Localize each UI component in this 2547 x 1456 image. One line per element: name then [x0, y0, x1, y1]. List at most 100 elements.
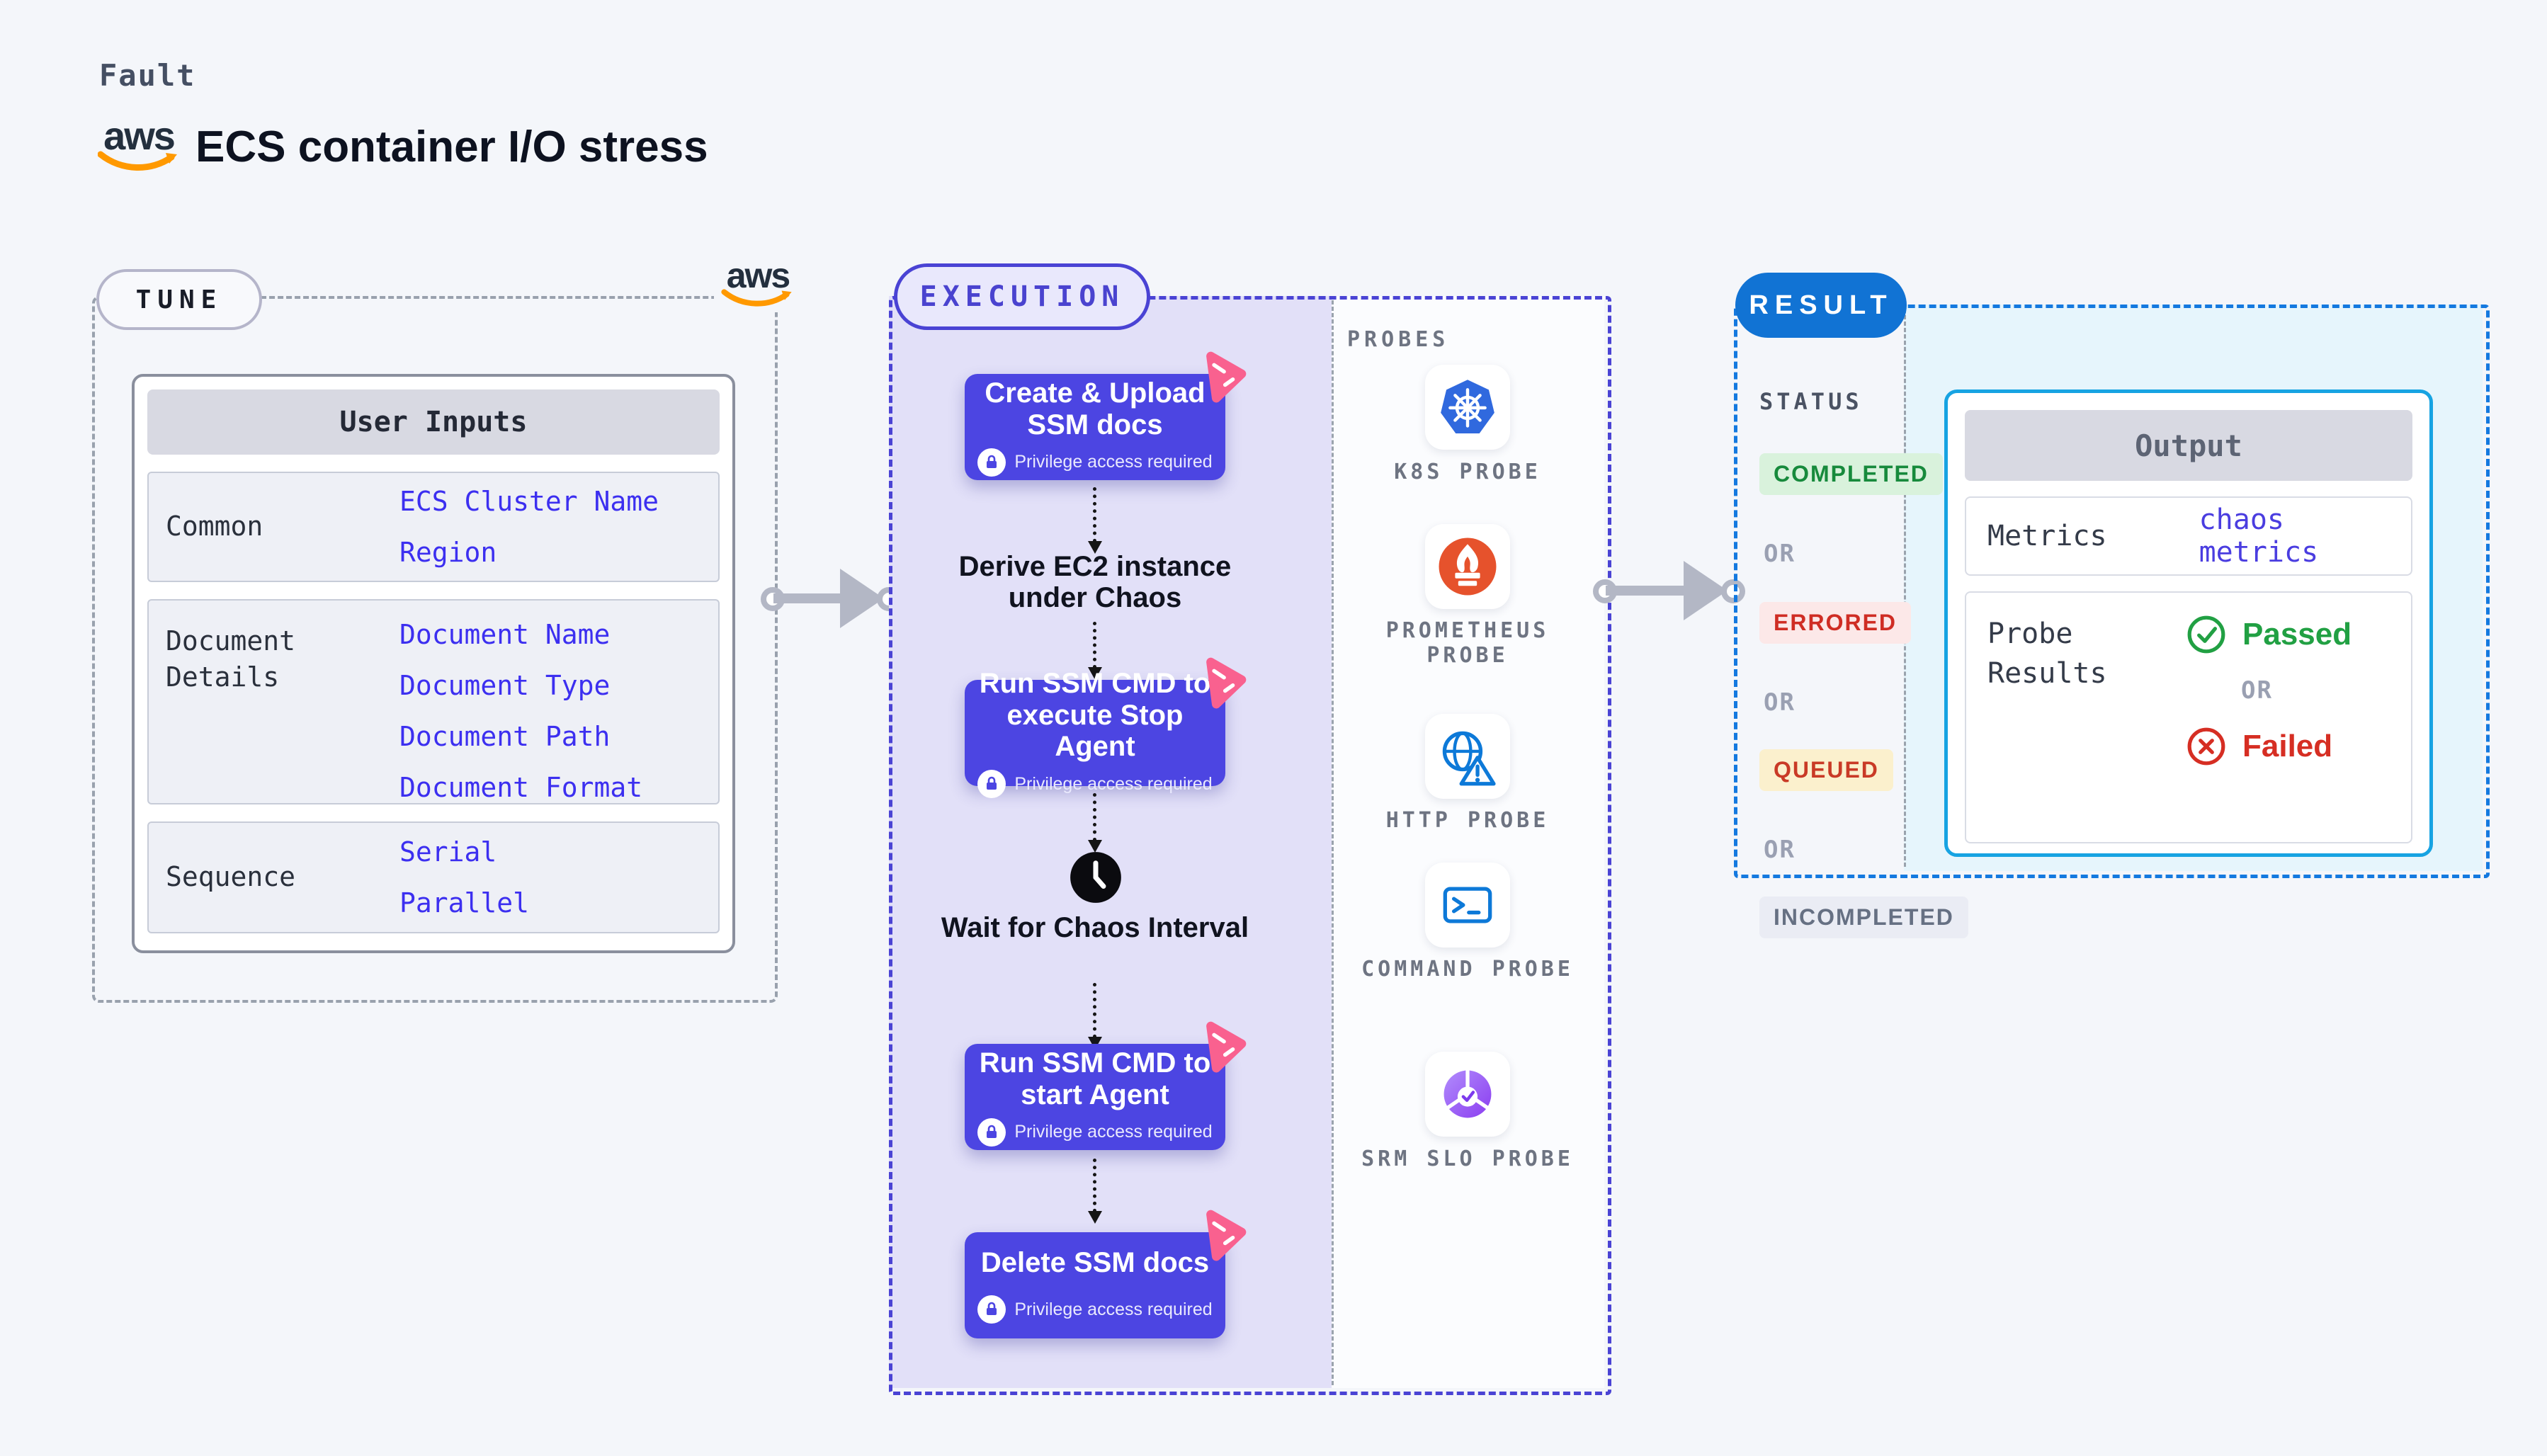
table-row-sequence: Sequence Serial Parallel [147, 821, 720, 933]
flow-connector [1088, 622, 1102, 680]
wait-chaos-interval-text: Wait for Chaos Interval [941, 912, 1249, 943]
row-value: Serial [399, 836, 497, 868]
check-circle-icon [2187, 615, 2225, 654]
status-title: STATUS [1759, 388, 1863, 415]
metrics-label: Metrics [1987, 520, 2107, 552]
step-label: Delete SSM docs [980, 1246, 1210, 1278]
row-value: Parallel [399, 887, 530, 918]
status-badge: QUEUED [1759, 749, 1893, 791]
chaos-pinwheel-icon [1206, 657, 1247, 709]
prometheus-probe-card [1425, 524, 1510, 609]
status-badge-incompleted: INCOMPLETED [1759, 897, 1968, 938]
row-value: ECS Cluster Name [399, 486, 659, 517]
user-inputs-table: User Inputs Common ECS Cluster Name Regi… [132, 374, 735, 953]
privilege-note: Privilege access required [1014, 452, 1213, 472]
or-separator: OR [1764, 688, 1796, 717]
result-section-frame [1734, 305, 2490, 878]
table-row-common: Common ECS Cluster Name Region [147, 472, 720, 582]
aws-smile-icon [98, 151, 177, 171]
http-probe-card [1425, 714, 1510, 799]
probe-label: COMMAND PROBE [1361, 957, 1574, 982]
lock-icon [977, 1295, 1006, 1324]
status-badge-completed: COMPLETED [1759, 453, 1943, 495]
step-label: Create & Upload SSM docs [985, 377, 1206, 440]
probe-results-label: Probe Results [1987, 618, 2107, 690]
step-create-upload-ssm-docs: Create & Upload SSM docs Privilege acces… [965, 374, 1225, 480]
output-card: Output Metrics chaos metrics Probe Resul… [1944, 389, 2433, 857]
probe-label: HTTP PROBE [1385, 808, 1550, 833]
lock-icon [977, 1117, 1006, 1147]
row-value: Document Type [399, 670, 611, 701]
result-pill: RESULT [1735, 273, 1907, 338]
probe-results-row: Probe Results Passed OR Failed [1965, 591, 2412, 843]
aws-logo-tune: aws [714, 258, 802, 312]
terminal-icon [1443, 887, 1492, 923]
flow-connector [1088, 793, 1102, 853]
privilege-note: Privilege access required [1014, 1122, 1213, 1142]
flow-connector [1088, 1159, 1102, 1224]
aws-logo-text: aws [103, 113, 176, 158]
or-separator: OR [1764, 836, 1796, 864]
row-value: Region [399, 537, 497, 568]
command-probe-card [1425, 863, 1510, 948]
lock-icon [977, 770, 1006, 799]
chaos-pinwheel-icon [1206, 1210, 1247, 1261]
aws-logo: aws [98, 113, 180, 174]
srm-slo-probe-card [1425, 1052, 1510, 1137]
chaos-pinwheel-icon [1206, 351, 1247, 403]
tune-section-frame [92, 296, 778, 1003]
slo-gauge-icon [1443, 1068, 1492, 1118]
row-value: Document Format [399, 772, 643, 803]
row-value: Document Name [399, 619, 611, 650]
globe-warning-icon [1442, 731, 1496, 786]
clock-icon [1070, 852, 1121, 903]
row-value: Document Path [399, 721, 611, 752]
prometheus-icon [1439, 538, 1497, 596]
probe-result-failed: Failed [2186, 726, 2352, 767]
probe-label: PROMETHEUS PROBE [1385, 618, 1550, 668]
result-status-divider [1904, 309, 1906, 867]
privilege-note: Privilege access required [1014, 773, 1213, 794]
probe-result-passed: Passed [2186, 614, 2352, 655]
row-label: Common [166, 511, 263, 542]
status-badge-queued: QUEUED [1759, 749, 1893, 791]
chaos-pinwheel-icon [1206, 1021, 1247, 1073]
x-circle-icon [2187, 727, 2225, 766]
or-separator: OR [1764, 540, 1796, 568]
status-badge-errored: ERRORED [1759, 602, 1912, 644]
table-row-document-details: Document Details Document Name Document … [147, 599, 720, 804]
passed-label: Passed [2242, 617, 2352, 652]
status-badge: COMPLETED [1759, 453, 1943, 495]
aws-logo-text: aws [726, 256, 791, 295]
probes-panel-title: PROBES [1347, 327, 1450, 352]
row-label: Document Details [166, 625, 296, 693]
execution-section-frame [889, 296, 1611, 1395]
user-inputs-header: User Inputs [147, 389, 720, 455]
row-label: Sequence [166, 861, 296, 893]
kubernetes-icon [1441, 380, 1494, 433]
flow-connector [1088, 983, 1102, 1050]
execution-pill: EXECUTION [894, 263, 1150, 330]
status-badge: INCOMPLETED [1759, 897, 1968, 938]
metrics-value: chaos metrics [2199, 504, 2319, 569]
metrics-row: Metrics chaos metrics [1965, 496, 2412, 576]
failed-label: Failed [2242, 729, 2333, 763]
flow-connector [1088, 487, 1102, 554]
flow-arrow-execution-to-result [1593, 561, 1745, 620]
lock-icon [977, 448, 1006, 477]
tune-pill: TUNE [96, 269, 262, 330]
derive-ec2-text: Derive EC2 instance under Chaos [958, 551, 1232, 613]
fault-kicker: Fault [99, 58, 196, 93]
probe-label: SRM SLO PROBE [1361, 1147, 1574, 1171]
page-title: ECS container I/O stress [195, 123, 708, 171]
step-run-ssm-start-agent: Run SSM CMD to start Agent Privilege acc… [965, 1044, 1225, 1150]
or-separator: OR [2241, 676, 2273, 705]
execution-probes-divider [1332, 300, 1334, 1385]
step-label: Run SSM CMD to start Agent [979, 1047, 1211, 1110]
step-delete-ssm-docs: Delete SSM docs Privilege access require… [965, 1232, 1225, 1338]
output-header: Output [1965, 410, 2412, 481]
status-badge: ERRORED [1759, 602, 1912, 644]
probes-panel-background [1332, 296, 1604, 1388]
step-label: Run SSM CMD to execute Stop Agent [979, 667, 1211, 763]
